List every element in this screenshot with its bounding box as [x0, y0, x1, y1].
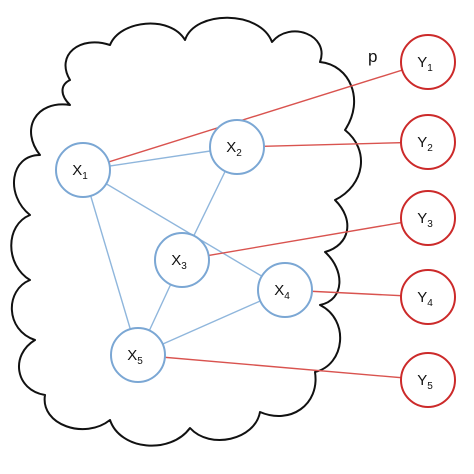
edge-label-p: p [368, 47, 377, 66]
node-x1: X1 [55, 142, 111, 198]
node-x3: X3 [154, 232, 210, 288]
node-label-x4: X4 [274, 282, 290, 302]
node-y5: Y5 [400, 352, 456, 408]
node-circle-y5 [400, 352, 456, 408]
node-y2: Y2 [400, 114, 456, 170]
node-circle-x2 [209, 119, 265, 175]
node-label-x2: X2 [226, 139, 242, 159]
node-circle-y4 [400, 269, 456, 325]
node-y4: Y4 [400, 269, 456, 325]
node-y3: Y3 [400, 190, 456, 246]
node-circle-x4 [257, 262, 313, 318]
node-label-x3: X3 [171, 252, 187, 272]
node-circle-x1 [55, 142, 111, 198]
edge-x5-y5 [137, 354, 429, 381]
node-circle-y1 [400, 34, 456, 90]
node-label-y1: Y1 [417, 54, 433, 74]
node-x5: X5 [110, 327, 166, 383]
node-x2: X2 [209, 119, 265, 175]
node-circle-x5 [110, 327, 166, 383]
node-label-y5: Y5 [417, 372, 433, 392]
node-x4: X4 [257, 262, 313, 318]
edge-x1-x5 [82, 169, 139, 356]
edge-x1-x4 [82, 169, 286, 291]
node-circle-y2 [400, 114, 456, 170]
node-circle-x3 [154, 232, 210, 288]
node-label-x1: X1 [72, 162, 88, 182]
edge-x3-y3 [181, 217, 429, 261]
node-label-y3: Y3 [417, 210, 433, 230]
cloud-outline [10, 16, 362, 447]
edge-x2-y2 [236, 141, 429, 148]
node-circle-y3 [400, 190, 456, 246]
node-label-y2: Y2 [417, 134, 433, 154]
edge-x1-y1 [82, 61, 429, 171]
node-y1: Y1 [400, 34, 456, 90]
node-label-x5: X5 [127, 347, 143, 367]
node-label-y4: Y4 [417, 289, 433, 309]
